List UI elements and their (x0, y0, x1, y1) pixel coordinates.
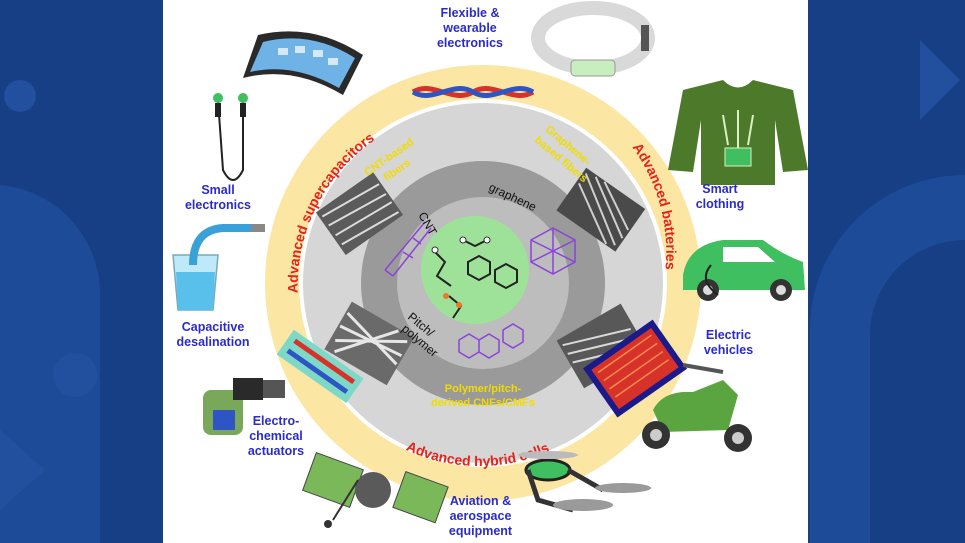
water-glass-icon (172, 224, 265, 311)
earphones-icon (213, 93, 248, 181)
actuator-hand-icon (203, 378, 285, 435)
satellite-icon (302, 452, 449, 528)
nanostructure-icons (384, 221, 576, 359)
scooter-icon (642, 363, 752, 452)
fiber-label-polymer-2: derived CNFs/CMFs (431, 397, 535, 409)
flexible-tablet-icon (243, 31, 363, 95)
electrode-icon (276, 329, 364, 404)
smart-clothing-icon (668, 80, 808, 185)
wristband-icon (531, 1, 655, 77)
fiber-label-polymer-1: Polymer/pitch- (445, 383, 522, 395)
sem-images (315, 167, 649, 389)
battery-cell-icon (583, 319, 688, 418)
drone-icon (518, 451, 651, 513)
diagram-panel: Advanced supercapacitors Advanced batter… (163, 0, 808, 543)
electric-car-icon (683, 240, 805, 301)
fiber-diagram: Advanced supercapacitors Advanced batter… (172, 1, 808, 528)
twisted-fiber-icon (411, 86, 535, 98)
